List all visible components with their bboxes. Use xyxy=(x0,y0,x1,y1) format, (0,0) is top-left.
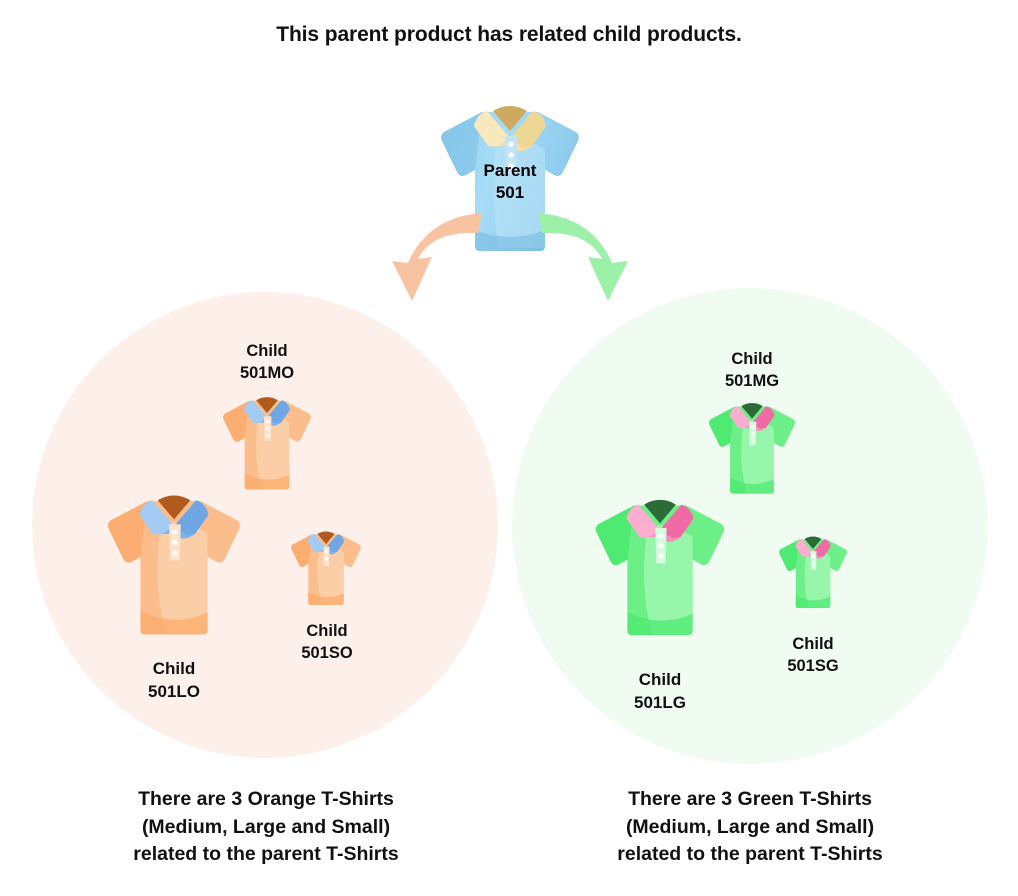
polo-shirt-icon xyxy=(223,397,311,490)
orange-group-caption: There are 3 Orange T-Shirts (Medium, Lar… xyxy=(133,788,399,866)
green-large-shirt-figure[interactable] xyxy=(592,491,728,643)
green-group-caption: There are 3 Green T-Shirts (Medium, Larg… xyxy=(617,788,883,866)
green-small-shirt-figure[interactable] xyxy=(777,532,849,612)
orange-large-shirt-label: Child 501LO xyxy=(148,659,200,701)
page-title: This parent product has related child pr… xyxy=(276,23,742,46)
arrows-group xyxy=(392,213,628,301)
orange-small-shirt-label: Child 501SO xyxy=(301,622,353,662)
orange-medium-shirt-figure[interactable] xyxy=(220,392,314,494)
orange-small-shirt-figure[interactable] xyxy=(289,527,363,609)
green-medium-shirt-figure[interactable] xyxy=(706,398,798,498)
polo-shirt-icon xyxy=(441,106,579,251)
polo-shirt-icon xyxy=(595,499,725,635)
green-large-shirt-label: Child 501LG xyxy=(634,670,686,712)
arrow-to-green-group xyxy=(538,213,628,301)
orange-medium-shirt-label: Child 501MO xyxy=(239,342,295,382)
polo-shirt-icon xyxy=(709,403,795,494)
polo-shirt-icon xyxy=(291,531,361,605)
green-small-shirt-label: Child 501SG xyxy=(787,635,839,675)
orange-large-shirt-figure[interactable] xyxy=(104,487,244,642)
parent-shirt-label: Parent 501 xyxy=(483,161,537,203)
polo-shirt-icon xyxy=(108,495,240,635)
green-group-circle xyxy=(512,288,988,764)
green-medium-shirt-label: Child 501MG xyxy=(724,350,780,390)
arrow-to-orange-group xyxy=(392,213,482,301)
polo-shirt-icon xyxy=(779,536,847,608)
parent-shirt-figure[interactable]: Parent 501 xyxy=(437,98,583,258)
